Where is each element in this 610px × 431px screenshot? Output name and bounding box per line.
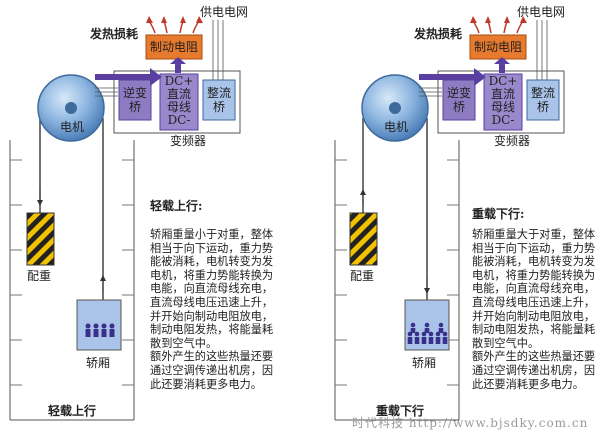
counterweight-label: 配重 — [350, 269, 375, 283]
scenario-description: 轿厢重量大于对重，整体相当于向下运动，重力势 能被消耗，电机转变为发电机，将重力… — [472, 228, 596, 391]
heat-arrow-heads — [470, 16, 527, 23]
heat-arrow-icon — [148, 20, 200, 34]
passenger-icon — [85, 323, 115, 337]
rectifier-bridge — [202, 79, 236, 121]
counterweight-label: 配重 — [27, 269, 52, 283]
energy-flow-arrow-icon — [95, 68, 162, 86]
energy-to-resistor-arrow — [170, 57, 186, 73]
inverter-label: 逆变桥 — [446, 86, 471, 114]
converter-label: 变频器 — [170, 134, 207, 148]
scenario-heading: 轻载上行: — [150, 199, 203, 213]
energy-flow-arrow-icon — [419, 68, 486, 86]
inverter-bridge — [118, 79, 152, 121]
motor-label: 电机 — [60, 120, 85, 134]
heat-loss-label: 发热损耗 — [414, 27, 463, 41]
grid-label: 供电电网 — [200, 5, 249, 19]
brake-resistor-label: 制动电阻 — [473, 40, 522, 54]
inverter-bridge — [442, 79, 476, 121]
rectifier-label: 整流桥 — [530, 86, 555, 114]
elevator-car — [76, 299, 122, 351]
motor-label: 电机 — [384, 120, 409, 134]
passenger-icon — [407, 322, 448, 344]
converter-label: 变频器 — [494, 134, 531, 148]
car-label: 轿厢 — [412, 356, 437, 370]
scenario-caption: 轻载上行 — [48, 404, 97, 418]
energy-to-resistor-arrow — [494, 57, 510, 73]
watermark: 时代科技 http://www.bjsdky.com.cn — [352, 416, 589, 430]
grid-label: 供电电网 — [517, 5, 566, 19]
scenario-heading: 重载下行: — [472, 207, 525, 221]
motor-hub — [389, 102, 401, 114]
motor-hub — [65, 102, 77, 114]
grid-supply-lines — [212, 20, 224, 80]
panel-heavy-load — [334, 16, 565, 421]
scenario-description: 轿厢重量小于对重，整体相当于向下运动，重力势 能被消耗，电机转变为发电机，将重力… — [150, 228, 274, 391]
panel-light-load — [9, 16, 241, 421]
dc-bus — [483, 73, 523, 131]
hazard-stripe-icon — [26, 212, 55, 266]
rectifier-label: 整流桥 — [206, 86, 231, 114]
hazard-stripe-icon — [349, 212, 378, 266]
heat-arrow-icon — [472, 20, 524, 34]
heat-arrow-heads — [146, 16, 203, 23]
dc-bus — [159, 73, 199, 131]
rectifier-bridge — [526, 79, 560, 121]
brake-resistor-label: 制动电阻 — [149, 40, 198, 54]
brake-resistor — [469, 34, 527, 60]
grid-supply-lines — [536, 20, 548, 80]
floor-ticks — [10, 159, 134, 386]
car-label: 轿厢 — [86, 356, 111, 370]
brake-resistor — [145, 34, 203, 60]
scenario-caption: 重载下行 — [376, 404, 425, 418]
inverter-label: 逆变桥 — [122, 86, 147, 114]
heat-loss-label: 发热损耗 — [90, 27, 139, 41]
